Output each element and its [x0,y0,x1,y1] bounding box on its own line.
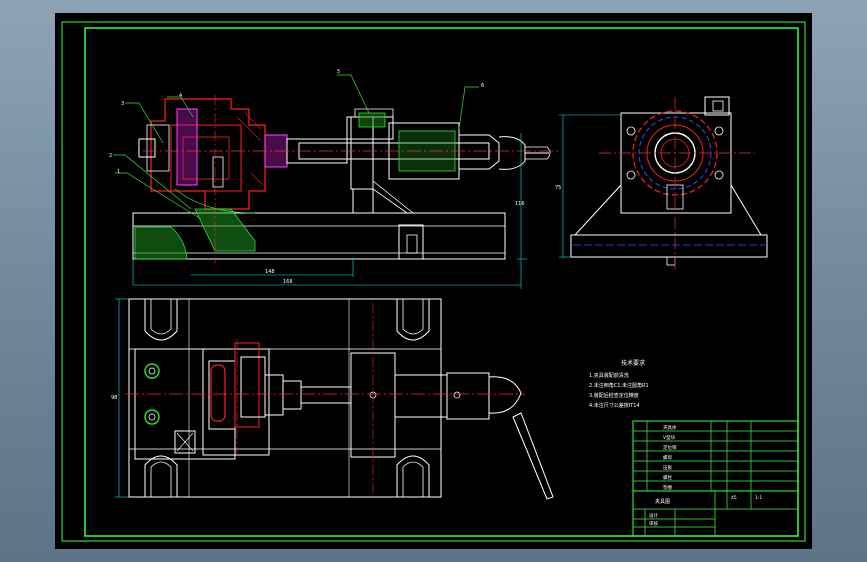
notes-title: 技术要求 [621,359,645,367]
callout-1: 1 [117,169,120,175]
note-line-2: 2.未注倒角C1,未注圆角R1 [589,382,649,389]
dim-total-length: 168 [283,279,293,285]
side-view: 75 [555,96,768,271]
tb-row-5: 压板 [663,464,672,471]
tb-row-3: 定位销 [663,444,677,451]
tb-material: 45 [731,495,737,501]
tb-row-6: 螺栓 [663,474,672,481]
tb-designer: 设计 [649,512,658,519]
title-block: 夹具体 V型块 定位销 螺母 压板 螺栓 垫圈 夹具图 45 1:1 设计 审核 [632,420,799,537]
front-view: 148 168 116 3 4 2 1 5 6 [109,69,559,289]
callout-2: 2 [109,153,112,159]
dim-height: 116 [515,201,525,207]
cad-drawing: 148 168 116 3 4 2 1 5 6 [61,21,806,542]
callout-3: 3 [121,101,124,107]
clamp-body-section [150,98,266,210]
dim-left-length: 148 [265,269,275,275]
tb-scale: 1:1 [755,495,762,501]
tb-sign: 审核 [649,520,658,527]
outer-frame [61,21,806,542]
note-line-3: 3.装配后检查定位精度 [589,392,639,399]
base-plate [132,212,506,260]
tb-row-4: 螺母 [663,454,672,461]
tb-row-1: 夹具体 [663,424,677,431]
dim-plan-width: 98 [111,395,117,401]
callout-4: 4 [179,93,182,99]
bore-circle-outer [632,110,718,196]
plan-base [128,298,442,498]
tb-row-7: 垫圈 [663,484,672,491]
callout-5: 5 [337,69,340,75]
side-base [570,234,768,258]
callout-6: 6 [481,83,484,89]
technical-notes: 技术要求 1.夹具装配前清洗 2.未注倒角C1,未注圆角R1 3.装配后检查定位… [589,359,649,409]
note-line-1: 1.夹具装配前清洗 [589,372,629,379]
plan-jaw [210,364,226,422]
tb-row-2: V型块 [663,434,676,441]
callout-leaders [113,74,479,220]
inner-frame [84,27,799,537]
tb-drawing-name: 夹具图 [655,498,670,505]
clamp-jaw [176,108,198,186]
dim-side-height: 75 [555,185,561,191]
lever-handle [512,412,554,500]
plan-view: 98 [111,298,554,500]
note-line-4: 4.未注尺寸公差按IT14 [589,402,640,409]
cad-drawing-sheet: 148 168 116 3 4 2 1 5 6 [55,13,812,549]
